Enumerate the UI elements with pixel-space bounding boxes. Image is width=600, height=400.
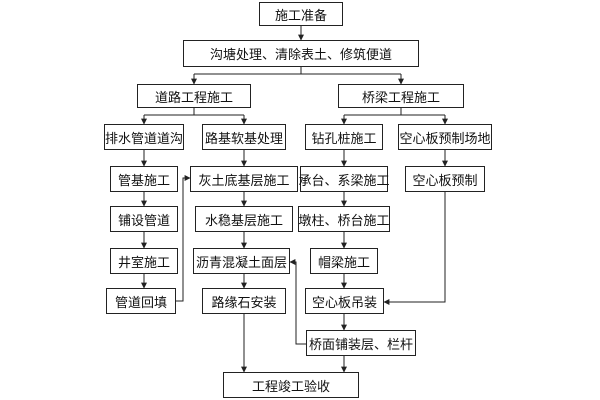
- node-bridge: 桥梁工程施工: [338, 84, 464, 108]
- node-accept: 工程竣工验收: [223, 372, 359, 398]
- node-prep: 施工准备: [259, 2, 343, 26]
- arrow-slabpre-hoist: [383, 192, 446, 305]
- node-well: 井室施工: [110, 248, 178, 274]
- node-ditch: 沟塘处理、清除表土、修筑便道: [183, 40, 419, 67]
- node-slab-site: 空心板预制场地: [398, 124, 492, 150]
- node-curb: 路缘石安装: [202, 288, 286, 314]
- node-backfill: 管道回填: [106, 288, 176, 314]
- node-pier: 墩柱、桥台施工: [298, 206, 390, 232]
- node-cement: 水稳基层施工: [195, 206, 293, 232]
- arrow-backfill-lime: [176, 175, 191, 302]
- node-drain: 排水管道道沟: [104, 124, 184, 150]
- node-lay-pipe: 铺设管道: [110, 206, 178, 232]
- node-pile: 钻孔桩施工: [305, 124, 383, 150]
- node-slab-pre: 空心板预制: [405, 166, 485, 192]
- node-pipe-base: 管基施工: [110, 166, 178, 192]
- node-hoist: 空心板吊装: [305, 288, 384, 314]
- node-beam: 帽梁施工: [310, 248, 378, 274]
- node-deck: 桥面铺装层、栏杆: [306, 330, 416, 356]
- node-soft: 路基软基处理: [202, 124, 286, 150]
- node-asphalt: 沥青混凝土面层: [193, 248, 290, 274]
- node-cap: 承台、系梁施工: [299, 166, 390, 192]
- node-road: 道路工程施工: [137, 84, 251, 108]
- node-lime: 灰土底基层施工: [190, 166, 298, 192]
- arrow-deck-asphalt: [289, 259, 306, 345]
